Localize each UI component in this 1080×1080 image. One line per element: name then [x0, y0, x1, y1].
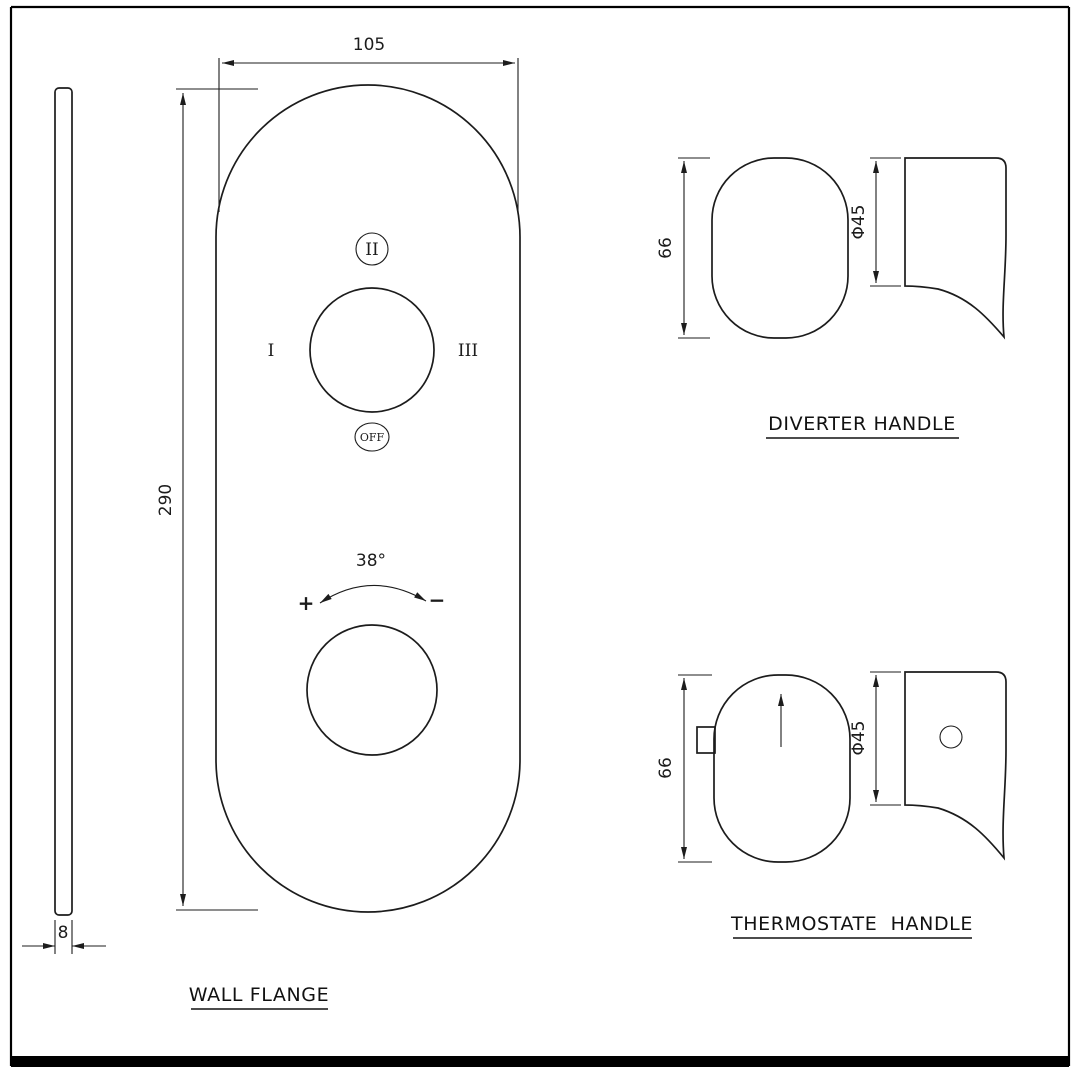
- plus-sign: +: [298, 591, 315, 615]
- thermostate-dim-height: 66: [656, 674, 712, 863]
- thermostat-knob: 38° + −: [298, 551, 446, 756]
- thermostate-dim-diameter: Φ45: [849, 671, 901, 806]
- diverter-knob-circle: [309, 287, 435, 413]
- mark-top: II: [365, 240, 378, 260]
- thermostate-handle-view: 66 Φ45 THERMOSTATE HANDLE: [656, 671, 1007, 939]
- thermostate-dim-height-text: 66: [656, 757, 676, 779]
- diverter-handle-label: DIVERTER HANDLE: [768, 413, 956, 435]
- page-border: [9, 5, 1071, 1067]
- thermostate-dim-diameter-text: Φ45: [849, 720, 869, 755]
- diverter-dim-diameter: Φ45: [849, 157, 901, 287]
- thermostate-handle-label: THERMOSTATE HANDLE: [730, 913, 973, 935]
- diverter-front-view: [711, 157, 849, 339]
- mark-right: III: [458, 341, 478, 361]
- dim-thickness-text: 8: [58, 923, 69, 943]
- wall-flange-view: 8 105 290 II I III OFF: [22, 35, 521, 1010]
- dim-width-text: 105: [353, 35, 385, 55]
- flange-side-view: [54, 87, 73, 916]
- diverter-knob: II I III OFF: [268, 232, 478, 452]
- mark-left: I: [268, 341, 275, 361]
- thermostate-tab: [696, 726, 716, 754]
- minus-sign: −: [429, 588, 446, 612]
- thermostate-side-view: [904, 671, 1007, 861]
- thermostate-side-button: [939, 725, 963, 749]
- wall-flange-label: WALL FLANGE: [189, 984, 329, 1006]
- diverter-dim-height-text: 66: [656, 237, 676, 259]
- diverter-handle-view: 66 Φ45 DIVERTER HANDLE: [656, 157, 1007, 439]
- mark-off-ring: [354, 422, 390, 452]
- mark-top-ring: [355, 232, 389, 266]
- dim-width: 105: [218, 35, 519, 212]
- rotation-arc: [319, 584, 427, 604]
- border-bottom-bar: [11, 1056, 1069, 1067]
- dim-height-text: 290: [156, 484, 176, 516]
- diverter-side-view: [904, 157, 1007, 340]
- angle-text: 38°: [356, 551, 386, 571]
- thermostat-knob-circle: [306, 624, 438, 756]
- thermostate-front-view: [713, 674, 851, 863]
- flange-front-view: [215, 84, 521, 913]
- mark-off: OFF: [360, 431, 385, 444]
- dim-thickness: 8: [22, 920, 106, 954]
- diverter-dim-height: 66: [656, 157, 710, 339]
- diverter-dim-diameter-text: Φ45: [849, 204, 869, 239]
- dim-height: 290: [156, 88, 258, 911]
